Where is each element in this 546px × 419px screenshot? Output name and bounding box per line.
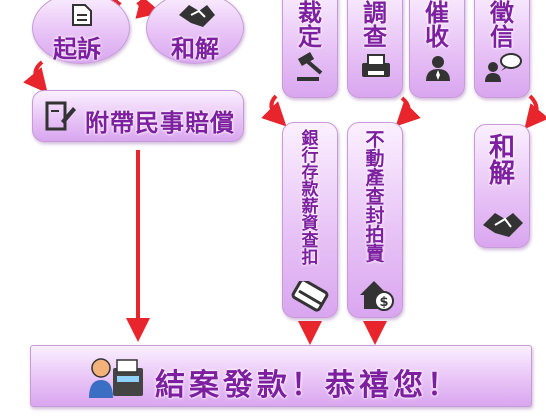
node-final: 結案發款！恭禧您！ (30, 345, 532, 407)
node-property-auction-label: 不 動 產 查 封 拍 賣 (365, 129, 385, 265)
node-settle-right: 和 解 (474, 124, 530, 248)
node-civil-claim: 附帶民事賠償 (32, 90, 244, 142)
node-credit: 徵 信 (474, 0, 530, 98)
node-ruling-label: 裁 定 (298, 0, 322, 51)
signing-icon (45, 101, 76, 131)
arrow-into-settle-top (135, 0, 162, 19)
person-icon (426, 56, 450, 81)
handshake-icon (179, 5, 215, 27)
node-settle-top: 和解 (146, 0, 244, 64)
node-bank-seizure-label: 銀 行 存 款 薪 資 查 扣 (301, 129, 319, 268)
node-sue-label: 起訴 (53, 35, 101, 63)
house-money-icon: $ (360, 281, 394, 311)
svg-text:$: $ (379, 295, 388, 310)
node-collect-label: 催 收 (425, 0, 449, 51)
node-settle-top-label: 和解 (171, 35, 219, 63)
handshake-icon (483, 213, 523, 237)
node-credit-label: 徵 信 (490, 0, 514, 51)
node-civil-claim-label: 附帶民事賠償 (85, 109, 235, 137)
arrow-credit-right (524, 94, 546, 130)
document-icon (72, 4, 92, 26)
node-investigate-label: 調 查 (363, 0, 387, 51)
node-sue: 起訴 (32, 0, 130, 64)
speech-person-icon (485, 53, 522, 82)
node-collect: 催 收 (409, 0, 465, 98)
gavel-icon (297, 52, 323, 81)
arrow-investigate-right (395, 96, 421, 127)
node-investigate: 調 查 (347, 0, 403, 98)
node-bank-seizure: 銀 行 存 款 薪 資 查 扣 (282, 122, 338, 318)
cashier-icon (89, 358, 143, 398)
node-final-label: 結案發款！恭禧您！ (155, 368, 461, 403)
printer-icon (362, 54, 390, 77)
node-ruling: 裁 定 (282, 0, 338, 98)
node-settle-right-label: 和 解 (488, 133, 515, 189)
arrow-sue-to-civil (23, 60, 48, 94)
node-property-auction: 不 動 產 查 封 拍 賣 $ (347, 122, 403, 318)
credit-card-icon (291, 281, 329, 312)
arrow-ruling-left (261, 94, 287, 127)
